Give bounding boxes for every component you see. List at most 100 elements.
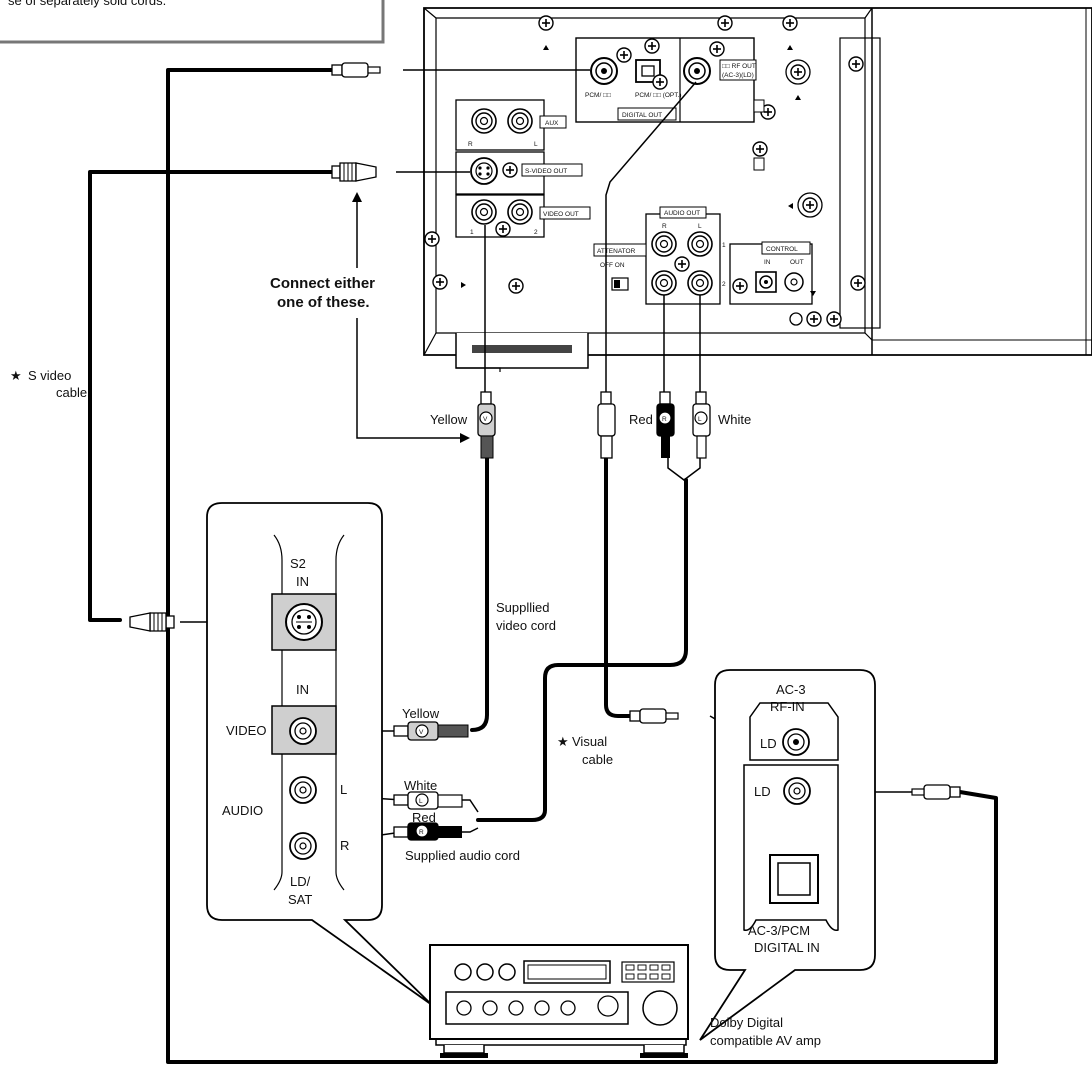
pcm-dd-opt-label: PCM/ □□ (OPT.) [635, 92, 682, 99]
audio-out-1-label: 1 [722, 242, 726, 249]
screw-icon [790, 64, 806, 80]
aux-l-jack[interactable] [507, 108, 533, 134]
ac3-label-1: AC-3 [776, 682, 806, 697]
aux-l-label: L [534, 141, 538, 148]
coax-plug-top [331, 62, 381, 78]
audio-out-2r-jack[interactable] [651, 270, 677, 296]
star-icon: ★ [10, 368, 22, 383]
control-label: CONTROL [766, 246, 798, 253]
video-out-label: VIDEO OUT [543, 211, 579, 218]
plug-r-bottom-label: R [419, 829, 424, 836]
coax-visual-cable [166, 68, 998, 1064]
annotation-labels: Connect either one of these. ★ S video c… [10, 275, 821, 1048]
audio-out-r-label: R [662, 223, 667, 230]
screw-icon [674, 256, 690, 272]
dolby-label-2: compatible AV amp [710, 1033, 821, 1048]
video-cord [470, 456, 489, 732]
plugs-vertical: V R L [477, 391, 711, 459]
red-bottom-label: Red [412, 810, 436, 825]
note-text: se of separately sold cords. [8, 0, 166, 8]
plug-r-top-label: R [662, 416, 667, 423]
audio-out-1l-jack[interactable] [687, 231, 713, 257]
ld-sat-label-2: SAT [288, 892, 312, 907]
digital-input-callout: AC-3 RF-IN LD LD AC-3/PCM DIGITAL IN [699, 669, 876, 1041]
av-amp [429, 944, 689, 1058]
audio-out-2-label: 2 [722, 281, 726, 288]
plug-v-top-label: V [483, 416, 488, 423]
s-video-cable-label-2: cable [56, 385, 87, 400]
connect-either-label-2: one of these. [277, 294, 370, 311]
plug-l-bottom-label: L [419, 798, 423, 805]
screw-icon [802, 197, 818, 213]
acpcm-label-1: AC-3/PCM [748, 923, 810, 938]
video-out-2-label: 2 [534, 229, 538, 236]
plug-v-bottom-label: V [419, 729, 424, 736]
screw-icon [644, 38, 660, 54]
attenuator-states-label: OFF ON [600, 262, 625, 269]
audio-label: AUDIO [222, 803, 263, 818]
ac3-label-2: RF-IN [770, 699, 805, 714]
screw-icon [432, 274, 448, 290]
s-video-cable-label-1: S video [28, 368, 71, 383]
screw-icon [732, 278, 748, 294]
audio-out-label: AUDIO OUT [664, 210, 700, 217]
video-out-1-jack[interactable] [471, 199, 497, 225]
visual-cable-label-2: cable [582, 752, 613, 767]
screw-icon [709, 41, 725, 57]
video-in-label: IN [296, 682, 309, 697]
player-rear-panel: PCM/ □□ PCM/ □□ (OPT.) DIGITAL OUT □□ RF… [423, 7, 1092, 372]
aux-r-label: R [468, 141, 473, 148]
s2-in-label: IN [296, 574, 309, 589]
screw-icon [508, 278, 524, 294]
control-out-label: OUT [790, 259, 804, 266]
audio-l-label: L [340, 782, 347, 797]
screw-icon [782, 15, 798, 31]
svideo-plug-bottom [129, 612, 175, 632]
red-top-label: Red [629, 412, 653, 427]
audio-out-1r-jack[interactable] [651, 231, 677, 257]
rf-cable [604, 453, 632, 718]
ld-lower-label: LD [754, 784, 771, 799]
control-in-label: IN [764, 259, 771, 266]
plugs-horizontal: V L R [393, 708, 961, 841]
screw-icon [850, 275, 866, 291]
white-bottom-label: White [404, 778, 437, 793]
connect-either-label-1: Connect either [270, 275, 375, 292]
audio-out-l-label: L [698, 223, 702, 230]
ld-sat-label-1: LD/ [290, 874, 311, 889]
digital-plug-bottom [911, 784, 961, 800]
note-box: se of separately sold cords. [0, 0, 385, 44]
screw-icon [502, 162, 518, 178]
ld-upper-label: LD [760, 736, 777, 751]
screw-icon [848, 56, 864, 72]
star-icon: ★ [557, 734, 569, 749]
amp-input-callout: S2 IN IN VIDEO AUDIO L R LD/ SAT [206, 502, 433, 1006]
supplied-video-label-2: video cord [496, 618, 556, 633]
video-label: VIDEO [226, 723, 266, 738]
dolby-label-1: Dolby Digital [710, 1015, 783, 1030]
white-top-label: White [718, 412, 751, 427]
screw-icon [717, 15, 733, 31]
s2-label: S2 [290, 556, 306, 571]
screw-icon [806, 311, 822, 327]
yellow-bottom-label: Yellow [402, 706, 440, 721]
rf-out-label: □□ RF OUT [722, 63, 756, 70]
screw-icon [752, 141, 768, 157]
plug-l-top-label: L [698, 416, 702, 423]
screw-icon [616, 47, 632, 63]
attenuator-label: ATTENATOR [597, 248, 636, 255]
supplied-audio-label: Supplied audio cord [405, 848, 520, 863]
visual-cable-label-1: Visual [572, 734, 607, 749]
aux-r-jack[interactable] [471, 108, 497, 134]
audio-out-2l-jack[interactable] [687, 270, 713, 296]
rf-plug-bottom [629, 708, 679, 724]
screw-icon [495, 221, 511, 237]
svideo-cable [88, 170, 334, 622]
aux-label: AUX [545, 120, 559, 127]
svideo-plug-top [331, 162, 377, 182]
pcm-dd-label: PCM/ □□ [585, 92, 611, 99]
rf-out-sub-label: (AC-3)(LD) [722, 72, 754, 79]
screw-icon [538, 15, 554, 31]
video-out-2-jack[interactable] [507, 199, 533, 225]
